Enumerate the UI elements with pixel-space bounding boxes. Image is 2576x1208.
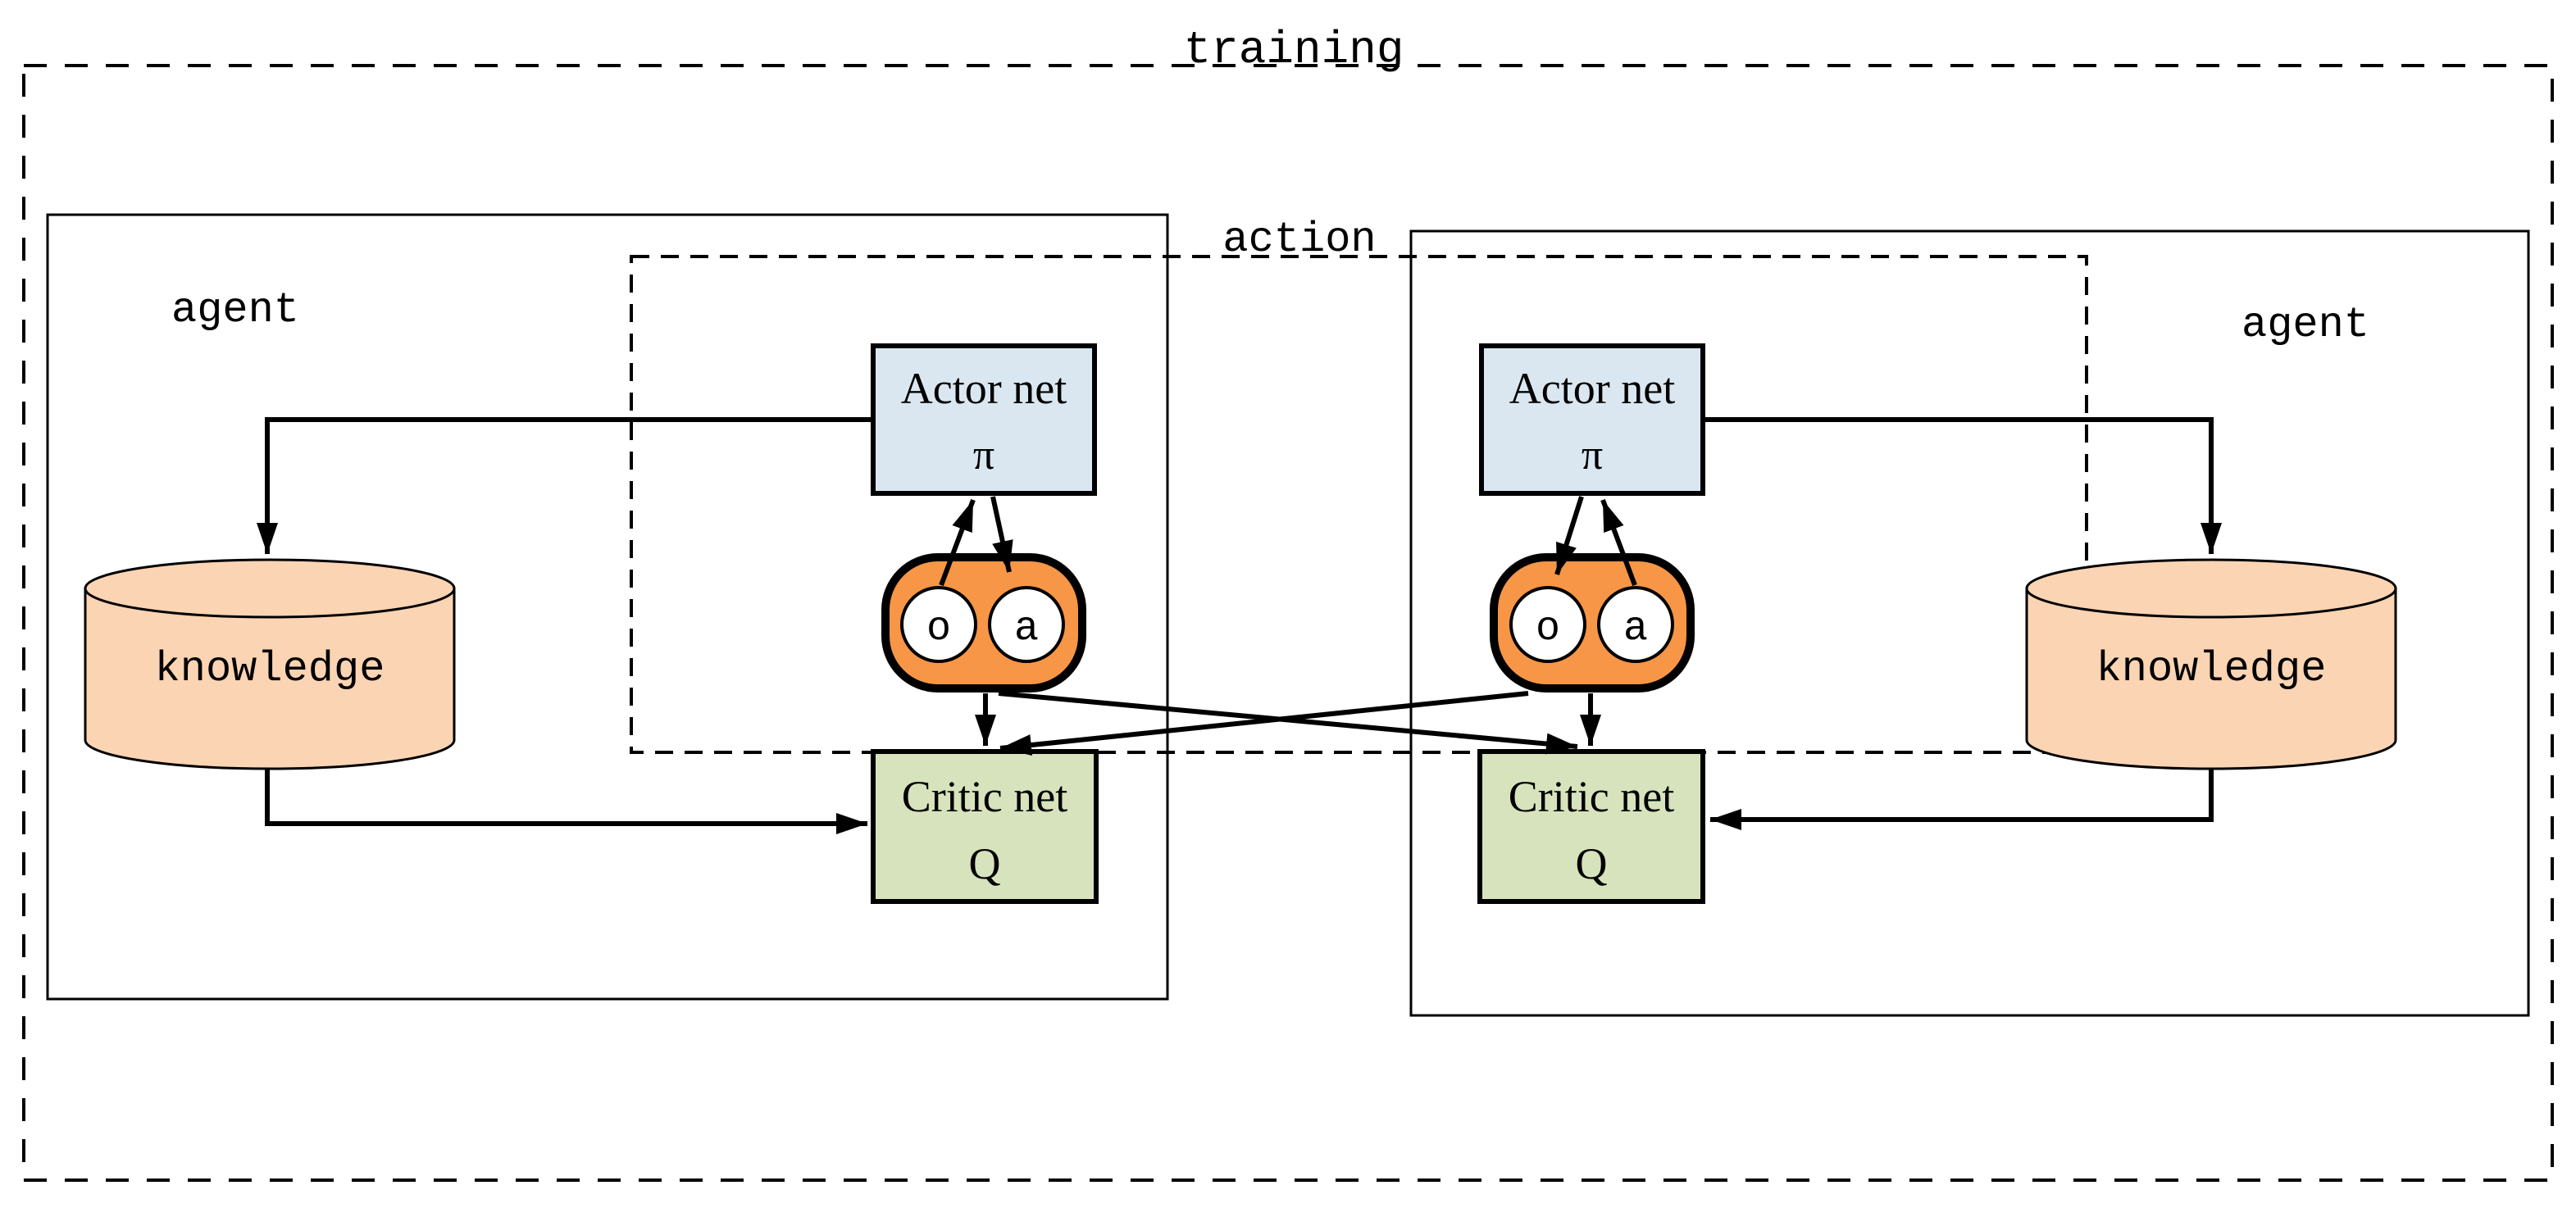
training-label: training — [1184, 24, 1404, 76]
obs-circle-right — [1509, 586, 1586, 663]
agent-label-left: agent — [171, 286, 299, 334]
action-label: action — [1222, 216, 1376, 264]
critic-box-left — [871, 749, 1099, 904]
critic-net-right: Critic net Q — [1477, 749, 1705, 904]
obs-label-right: o — [1536, 606, 1560, 652]
obs-circle-left — [900, 586, 977, 663]
critic-title-left: Critic net — [902, 772, 1067, 821]
critic-net-left: Critic net Q — [871, 749, 1099, 904]
actor-net-left: Actor net π — [871, 343, 1097, 496]
knowledge-cylinder-top-left — [84, 558, 456, 619]
knowledge-cylinder-top-right — [2025, 558, 2397, 619]
act-circle-left — [988, 586, 1065, 663]
arrow-actor-to-knowledge-right — [1703, 417, 2222, 554]
actor-net-right: Actor net π — [1479, 343, 1705, 496]
arrow-obs-to-actor-left — [939, 498, 976, 587]
action-boundary — [630, 255, 2088, 754]
arrow-knowledge-to-critic-left — [265, 769, 867, 834]
arrow-right-buffer-to-left-critic — [999, 691, 1529, 756]
knowledge-label-left: knowledge — [155, 645, 385, 693]
knowledge-store-left: knowledge — [84, 558, 456, 770]
knowledge-cylinder-body-right — [2025, 587, 2397, 770]
actor-box-left — [871, 343, 1097, 496]
act-label-right: a — [1623, 606, 1648, 652]
knowledge-store-right: knowledge — [2025, 558, 2397, 770]
critic-box-right — [1477, 749, 1705, 904]
agent-box-right — [1409, 229, 2530, 1017]
obs-label-left: o — [926, 606, 951, 652]
critic-title-right: Critic net — [1509, 772, 1674, 821]
actor-symbol-right: π — [1582, 432, 1603, 479]
arrow-knowledge-to-critic-right — [1710, 769, 2214, 830]
act-circle-right — [1597, 586, 1674, 663]
arrow-act-to-actor-right — [1600, 498, 1637, 587]
arrow-actor-to-knowledge-left — [257, 417, 873, 554]
actor-title-right: Actor net — [1509, 364, 1675, 413]
obs-action-buffer-right: o a — [1490, 553, 1695, 693]
arrow-actor-to-obs-right — [1554, 496, 1584, 575]
act-label-left: a — [1014, 606, 1039, 652]
knowledge-cylinder-body-left — [84, 587, 456, 770]
arrow-actor-to-act-left — [990, 496, 1013, 573]
obs-action-buffer-left: o a — [881, 553, 1086, 693]
critic-symbol-right: Q — [1576, 839, 1608, 888]
knowledge-label-right: knowledge — [2096, 645, 2327, 693]
training-boundary — [22, 64, 2554, 1182]
actor-symbol-left: π — [973, 432, 994, 479]
actor-box-right — [1479, 343, 1705, 496]
agent-label-right: agent — [2241, 301, 2369, 349]
actor-title-left: Actor net — [901, 364, 1067, 413]
agent-box-left — [46, 213, 1169, 1001]
critic-symbol-left: Q — [969, 839, 1001, 888]
